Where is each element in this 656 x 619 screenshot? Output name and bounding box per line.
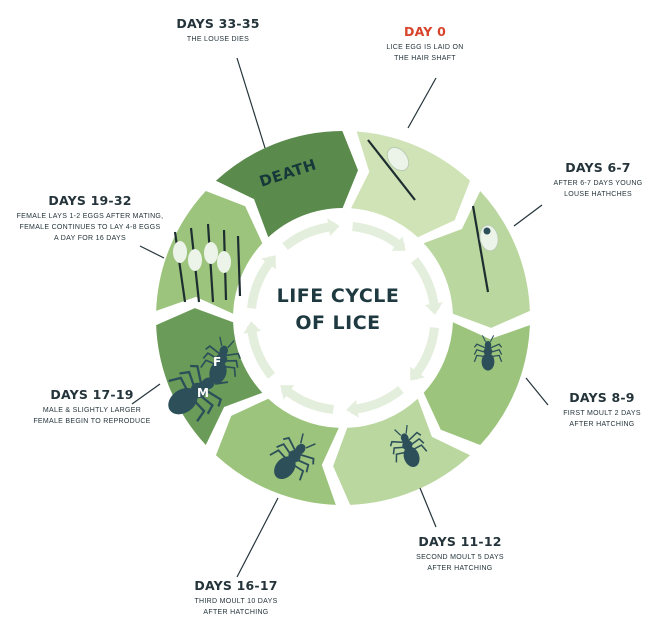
female-louse-icon	[200, 336, 241, 384]
leader-line	[513, 204, 543, 227]
stage-heading: DAYS 8-9	[569, 390, 635, 405]
segment-death	[215, 131, 359, 238]
stage-heading: DAY 0	[404, 24, 446, 39]
louse-nymph-2-icon	[389, 425, 428, 467]
stage-illustrations	[168, 139, 503, 481]
lice-icons	[168, 335, 503, 481]
stage-heading: DAYS 11-12	[418, 534, 502, 549]
inner-arrow-head	[327, 218, 340, 237]
center-title: LIFE CYCLE OF LICE	[263, 283, 413, 337]
inner-arrow-band	[280, 384, 334, 414]
hatching-egg-icon	[471, 205, 499, 293]
segment-day-0	[351, 131, 471, 238]
leader-line	[407, 77, 437, 129]
center-title-line-1: LIFE CYCLE	[276, 285, 400, 307]
inner-arrow-head	[346, 399, 359, 418]
inner-arrow-band	[282, 221, 336, 251]
inner-arrow-head	[280, 385, 295, 400]
inner-arrow-head	[424, 302, 443, 315]
stage-heading: DAYS 19-32	[48, 193, 132, 208]
leader-line	[131, 383, 161, 405]
male-mark: M	[197, 386, 209, 400]
stage-heading: DAYS 33-35	[176, 16, 260, 31]
leader-line	[139, 245, 165, 259]
cycle-ring	[156, 131, 530, 505]
inner-cycle-arrows	[243, 218, 443, 418]
inner-arrow-head	[243, 321, 262, 334]
leader-line	[236, 497, 279, 578]
segment-days-11-12	[333, 398, 471, 505]
inner-arrow-band	[410, 257, 440, 311]
inner-arrow-band	[409, 327, 439, 381]
stage-label-days-19-32: DAYS 19-32 FEMALE LAYS 1-2 EGGS AFTER MA…	[10, 193, 170, 244]
leader-line	[236, 57, 266, 149]
leader-line	[419, 487, 437, 528]
inner-arrow-band	[350, 385, 404, 415]
center-title-line-2: OF LICE	[295, 312, 381, 334]
inner-arrow-head	[261, 255, 276, 270]
inner-arrow-head	[410, 366, 425, 381]
louse-nymph-1-icon	[473, 335, 503, 371]
stage-heading: DAYS 16-17	[194, 578, 278, 593]
leader-lines	[131, 57, 549, 578]
louse-nymph-3-icon	[269, 433, 316, 481]
egg-on-hair-icon	[367, 139, 416, 201]
segment-days-6-7	[423, 190, 530, 328]
leader-line	[525, 377, 549, 406]
inner-arrow-band	[352, 222, 406, 252]
stage-heading: DAYS 6-7	[565, 160, 631, 175]
male-louse-icon	[168, 364, 229, 422]
stage-label-days-33-35: DAYS 33-35 THE LOUSE DIES	[158, 16, 278, 45]
stage-description: THE LOUSE DIES	[186, 36, 250, 43]
stage-heading: DAYS 17-19	[50, 387, 134, 402]
female-mark: F	[213, 355, 222, 369]
stage-description: FEMALE LAYS 1-2 EGGS AFTER MATING,FEMALE…	[16, 213, 164, 242]
eggs-on-hair-icon	[173, 223, 242, 303]
segment-days-8-9	[423, 322, 530, 446]
inner-arrow-head	[391, 236, 406, 251]
